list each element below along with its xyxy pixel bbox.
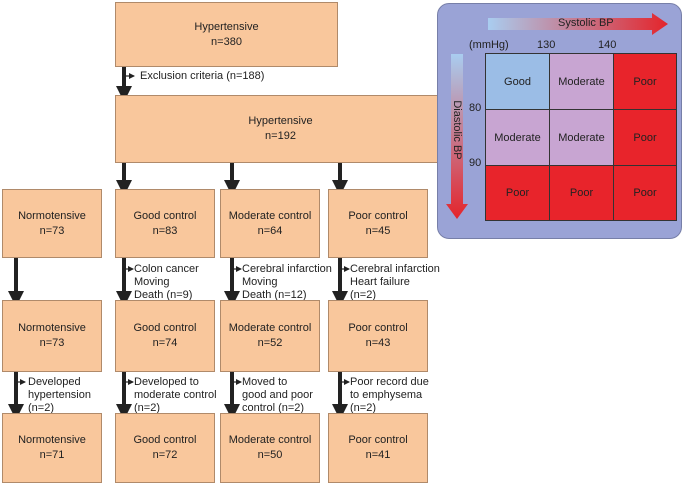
box-r2-poor-control: Poor control n=43: [328, 300, 428, 372]
legend-gradient-arrows: [446, 13, 668, 219]
bp-classification-legend: Systolic BP Diastolic BP (mmHg) 130 140 …: [437, 3, 682, 239]
bp-cell-poor: Poor: [613, 53, 677, 110]
box-r3-poor-control: Poor control n=41: [328, 413, 428, 483]
box-count: n=192: [265, 130, 296, 142]
box-r3-good-control: Good control n=72: [115, 413, 215, 483]
systolic-gradient-arrow: [488, 13, 668, 35]
diastolic-gradient-arrow: [446, 54, 468, 219]
box-r1-normotensive: Normotensive n=73: [2, 189, 102, 258]
note-r1-good: Colon cancer Moving Death (n=9): [134, 263, 199, 301]
note-r2-good: Developed to moderate control (n=2): [134, 376, 217, 414]
box-title: Hypertensive: [194, 20, 259, 33]
bp-cell-poor: Poor: [549, 165, 614, 221]
exclusion-note: Exclusion criteria (n=188): [140, 70, 265, 82]
box-count: n=380: [211, 35, 242, 48]
box-hypertensive-initial: Hypertensive n=380: [115, 2, 338, 67]
box-r2-normotensive: Normotensive n=73: [2, 300, 102, 372]
diastolic-label: Diastolic BP: [451, 100, 463, 160]
note-r1-poor: Cerebral infarction Heart failure (n=2): [350, 263, 440, 301]
box-r2-good-control: Good control n=74: [115, 300, 215, 372]
box-r3-normotensive: Normotensive n=71: [2, 413, 102, 483]
note-r2-moderate: Moved to good and poor control (n=2): [242, 376, 313, 414]
box-title: Hypertensive: [248, 115, 313, 127]
diastolic-tick-80: 80: [469, 102, 482, 114]
systolic-label: Systolic BP: [558, 17, 614, 29]
box-r2-moderate-control: Moderate control n=52: [220, 300, 320, 372]
box-r1-good-control: Good control n=83: [115, 189, 215, 258]
note-r2-normotensive: Developed hypertension (n=2): [28, 376, 91, 414]
bp-cell-moderate: Moderate: [549, 53, 614, 110]
box-r1-moderate-control: Moderate control n=64: [220, 189, 320, 258]
box-r3-moderate-control: Moderate control n=50: [220, 413, 320, 483]
bp-cell-moderate: Moderate: [485, 109, 550, 166]
bp-cell-poor: Poor: [485, 165, 550, 221]
bp-cell-poor: Poor: [613, 165, 677, 221]
systolic-tick-130: 130: [537, 39, 556, 51]
systolic-tick-140: 140: [598, 39, 617, 51]
note-r2-poor: Poor record due to emphysema (n=2): [350, 376, 429, 414]
box-r1-poor-control: Poor control n=45: [328, 189, 428, 258]
unit-label: (mmHg): [469, 39, 509, 51]
bp-cell-moderate: Moderate: [549, 109, 614, 166]
bp-cell-good: Good: [485, 53, 550, 110]
note-r1-moderate: Cerebral infarction Moving Death (n=12): [242, 263, 332, 301]
box-hypertensive-included: Hypertensive n=192: [115, 95, 446, 163]
diastolic-tick-90: 90: [469, 157, 482, 169]
bp-cell-poor: Poor: [613, 109, 677, 166]
